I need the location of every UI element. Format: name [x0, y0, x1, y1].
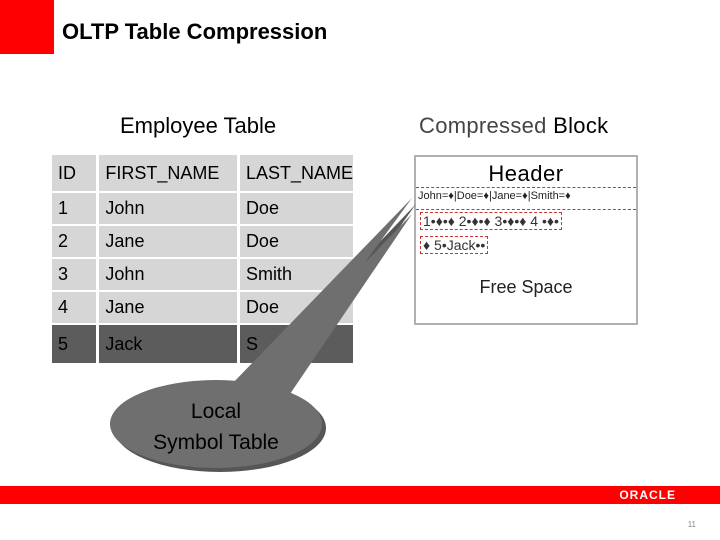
employee-table: ID FIRST_NAME LAST_NAME 1 John Doe 2 Jan…	[52, 155, 353, 365]
header-divider	[416, 187, 636, 188]
compressed-row-data: ♦ 5•Jack••	[420, 236, 489, 254]
callout-bubble	[110, 380, 322, 468]
cell-id: 2	[52, 225, 100, 259]
callout-pointer-upper	[230, 198, 412, 390]
table-header-row: ID FIRST_NAME LAST_NAME	[52, 155, 353, 193]
symbol-table-divider	[416, 209, 636, 210]
employee-table-title: Employee Table	[120, 113, 277, 138]
compressed-block: Header John=♦|Doe=♦|Jane=♦|Smith=♦ 1•♦•♦…	[414, 155, 638, 325]
table-row: 2 Jane Doe	[52, 225, 353, 259]
cell-id: 5	[52, 324, 100, 365]
callout-line-2: Symbol Table	[153, 431, 279, 454]
cell-first-name: John	[97, 258, 240, 292]
slide-title: OLTP Table Compression	[62, 19, 328, 44]
cell-last-name: Doe	[238, 192, 353, 226]
compressed-rows-line-2: ♦ 5•Jack••	[420, 236, 489, 254]
cell-id: 3	[52, 258, 100, 292]
callout-pointer-lower	[244, 214, 412, 394]
cell-last-name: Doe	[238, 225, 353, 259]
page-number: 11	[687, 520, 696, 529]
oracle-logo: ORACLE	[619, 488, 676, 502]
column-header-last-name: LAST_NAME	[238, 155, 353, 193]
cell-id: 1	[52, 192, 100, 226]
title-accent-block	[0, 0, 54, 54]
callout-label: Local Symbol Table	[128, 396, 304, 458]
symbol-table-row: John=♦|Doe=♦|Jane=♦|Smith=♦	[418, 190, 571, 202]
column-header-first-name: FIRST_NAME	[97, 155, 240, 193]
compressed-rows-line-1: 1•♦•♦ 2•♦•♦ 3•♦•♦ 4 •♦•	[420, 212, 562, 230]
cell-first-name: Jack	[97, 324, 240, 365]
cell-first-name: John	[97, 192, 240, 226]
block-header-label: Header	[488, 161, 564, 186]
compressed-row-data: 1•♦•♦ 2•♦•♦ 3•♦•♦ 4 •♦•	[420, 212, 562, 230]
cell-id: 4	[52, 291, 100, 325]
footer-band	[0, 486, 720, 504]
cell-first-name: Jane	[97, 225, 240, 259]
compressed-title-word: Compressed	[419, 113, 547, 138]
compressed-block-title: Compressed Block	[419, 113, 608, 139]
block-title-word: Block	[553, 113, 609, 138]
callout-line-1: Local	[190, 400, 242, 423]
cell-first-name: Jane	[97, 291, 240, 325]
table-row: 1 John Doe	[52, 192, 353, 226]
column-header-id: ID	[52, 155, 100, 193]
free-space-label: Free Space	[479, 277, 573, 297]
